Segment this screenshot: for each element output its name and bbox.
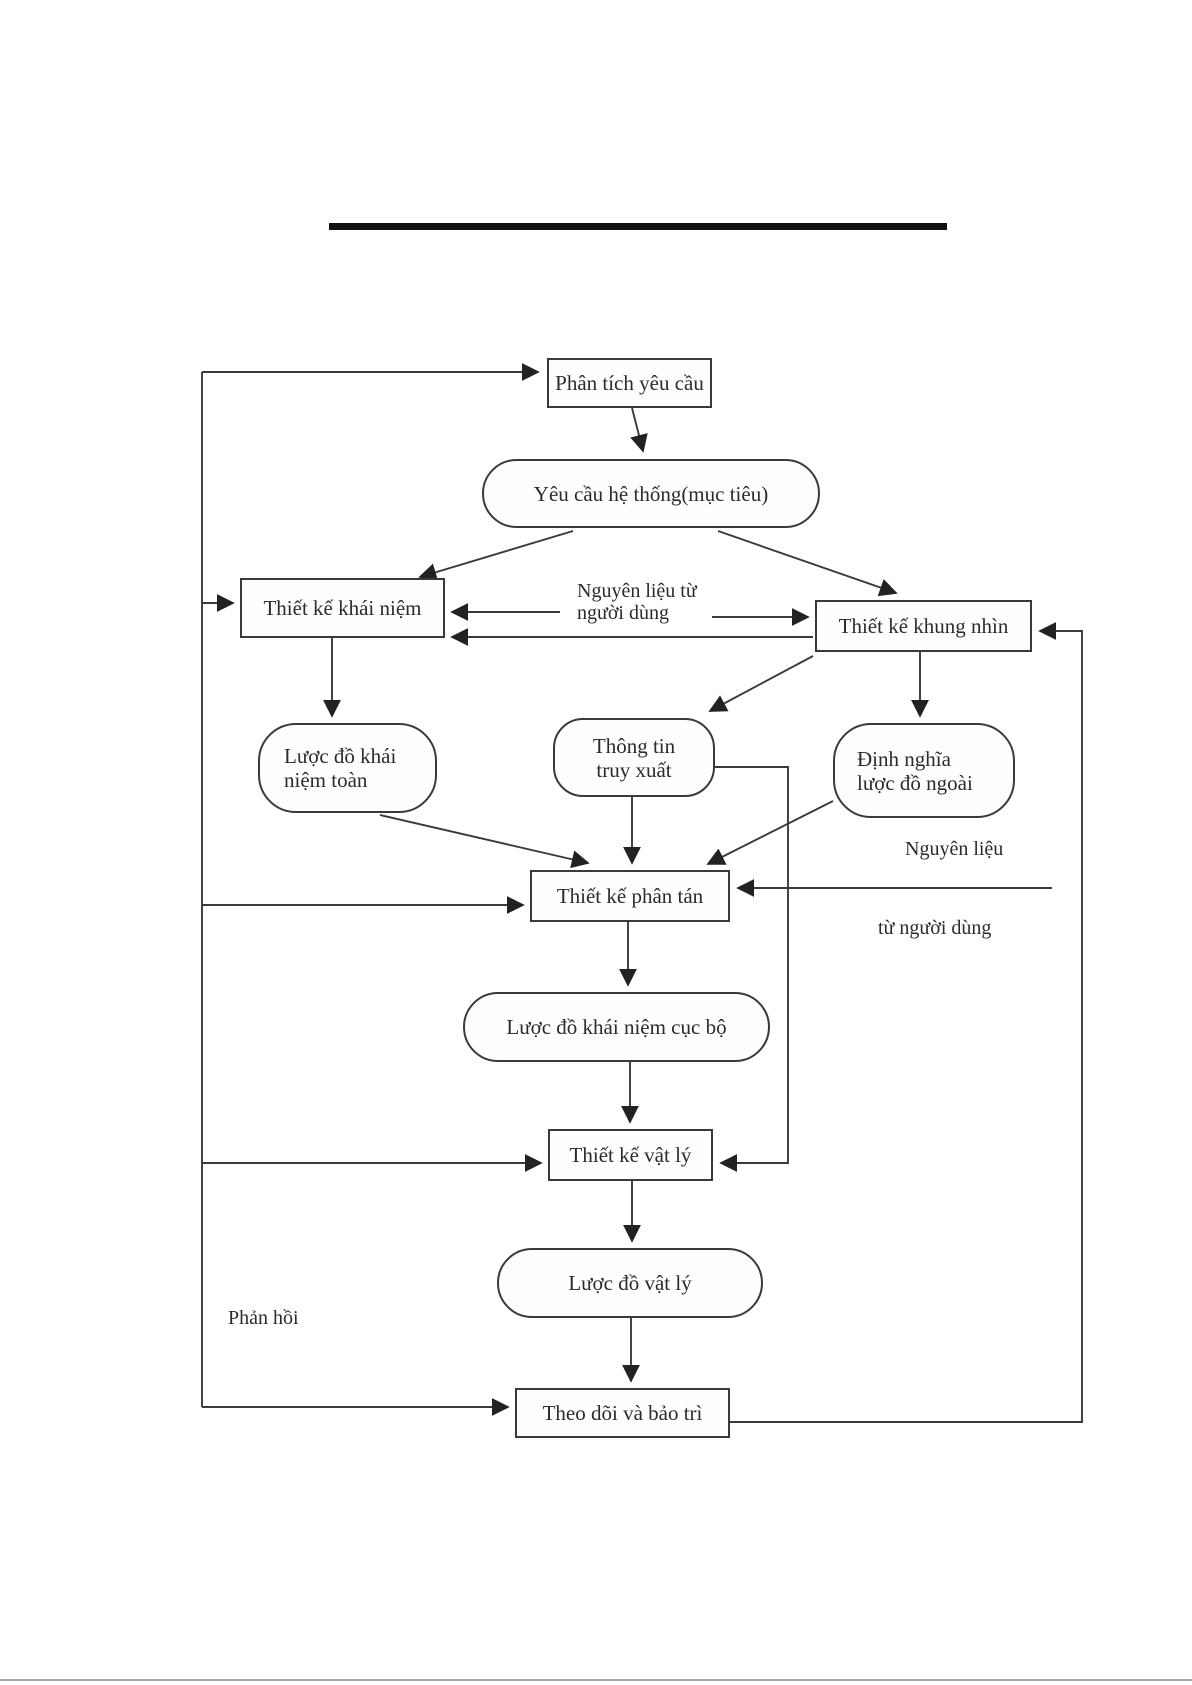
node-distribution-design: Thiết kế phân tán [530, 870, 730, 922]
node-global-concept-schema-line2: niệm toàn [284, 768, 368, 792]
annotation-material-from-user-line1: Nguyên liệu từ [577, 580, 697, 602]
annotation-material-right-label: Nguyên liệu [905, 838, 1004, 860]
node-global-concept-schema-line1: Lược đồ khái [284, 744, 397, 768]
node-monitor-maintain-label: Theo dõi và bảo trì [542, 1401, 703, 1425]
annotation-from-user-right: từ người dùng [878, 917, 991, 939]
title-underline-rule [329, 223, 947, 230]
node-view-design-label: Thiết kế khung nhìn [838, 614, 1009, 638]
node-monitor-maintain: Theo dõi và bảo trì [515, 1388, 730, 1438]
annotation-material-from-user: Nguyên liệu từ người dùng [577, 580, 697, 624]
annotation-from-user-right-label: từ người dùng [878, 917, 992, 939]
node-external-schema-def-line2: lược đồ ngoài [857, 770, 973, 795]
node-access-info-label: Thông tin truy xuất [593, 734, 675, 782]
node-access-info: Thông tin truy xuất [553, 718, 715, 797]
node-physical-design-label: Thiết kế vật lý [569, 1143, 692, 1167]
node-concept-design: Thiết kế khái niệm [240, 578, 445, 638]
page-footer-rule [0, 1679, 1192, 1681]
node-view-design: Thiết kế khung nhìn [815, 600, 1032, 652]
node-access-info-line1: Thông tin [592, 733, 676, 758]
node-local-concept-schema: Lược đồ khái niệm cục bộ [463, 992, 770, 1062]
node-local-concept-schema-label: Lược đồ khái niệm cục bộ [506, 1015, 727, 1039]
arrow-global-schema-to-distribution-design [379, 814, 590, 869]
annotation-feedback-label: Phản hồi [228, 1307, 299, 1329]
arrow-analyze-to-system-req [630, 407, 648, 453]
line-access-info-to-physical-design [715, 766, 789, 1173]
node-analyze-label: Phân tích yêu cầu [555, 371, 704, 395]
node-system-req: Yêu cầu hệ thống(mục tiêu) [482, 459, 820, 528]
node-concept-design-label: Thiết kế khái niệm [263, 596, 422, 620]
line-maintain-to-view-design [730, 621, 1083, 1423]
node-physical-schema: Lược đồ vật lý [497, 1248, 763, 1318]
node-external-schema-def-line1: Định nghĩa [857, 746, 951, 771]
arrow-external-schema-to-distribution-design [706, 800, 834, 865]
node-analyze: Phân tích yêu cầu [547, 358, 712, 408]
node-physical-design: Thiết kế vật lý [548, 1129, 713, 1181]
annotation-feedback: Phản hồi [228, 1307, 299, 1329]
annotation-material-right: Nguyên liệu [905, 838, 1003, 860]
arrow-view-design-to-access-info [708, 655, 814, 712]
annotation-material-from-user-line2: người dùng [577, 602, 669, 624]
node-external-schema-def-label: Định nghĩa lược đồ ngoài [857, 747, 973, 795]
node-global-concept-schema-label: Lược đồ khái niệm toàn [284, 744, 396, 792]
node-global-concept-schema: Lược đồ khái niệm toàn [258, 723, 437, 813]
node-access-info-line2: truy xuất [596, 757, 672, 782]
node-physical-schema-label: Lược đồ vật lý [568, 1271, 692, 1295]
node-distribution-design-label: Thiết kế phân tán [556, 884, 704, 908]
node-system-req-label: Yêu cầu hệ thống(mục tiêu) [533, 481, 769, 506]
arrow-system-req-to-concept-design [418, 530, 574, 581]
node-external-schema-def: Định nghĩa lược đồ ngoài [833, 723, 1015, 818]
arrow-system-req-to-view-design [717, 530, 898, 597]
